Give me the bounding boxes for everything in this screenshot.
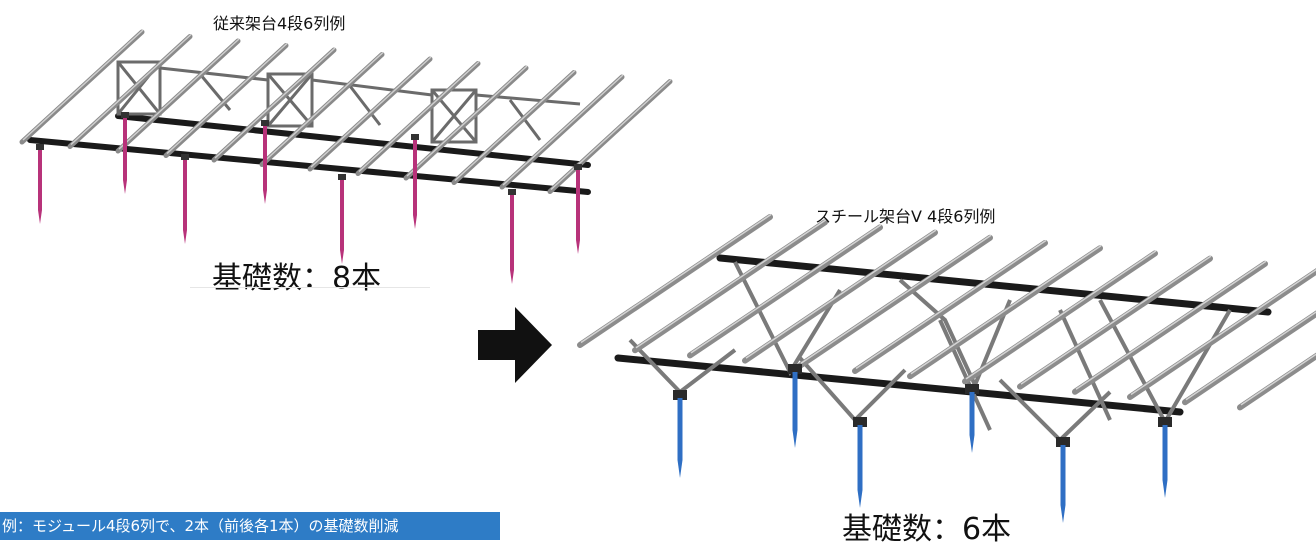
new-rail-highlight (580, 213, 772, 344)
old-rail-highlight (262, 51, 384, 164)
new-rail-highlight (855, 239, 1047, 370)
old-rail-highlight (166, 42, 288, 155)
old-pile-tip (263, 190, 267, 204)
old-rail (403, 65, 529, 181)
new-rail (577, 214, 773, 348)
new-pile-tip (969, 435, 975, 453)
new-rail (1017, 255, 1213, 390)
new-pile-tip (1162, 480, 1168, 498)
old-rack-piles (36, 112, 582, 284)
new-pile-bracket (965, 384, 979, 394)
old-rail (211, 47, 337, 163)
old-rail (499, 74, 625, 190)
old-pile-cap (411, 134, 419, 140)
new-pile-tip (857, 490, 863, 508)
new-rail-highlight (745, 229, 937, 359)
new-pile-tip (792, 430, 798, 448)
new-rail-highlight (1075, 260, 1267, 390)
new-rail-highlight (910, 245, 1102, 375)
old-rail (451, 70, 577, 185)
new-rail (1237, 352, 1316, 411)
old-rail (115, 38, 241, 154)
new-pile-bracket (788, 364, 802, 374)
old-pile-tip (510, 270, 514, 284)
new-rail (852, 240, 1048, 374)
old-rail-highlight (502, 74, 624, 186)
new-rail-highlight (1130, 268, 1316, 396)
old-rail (259, 52, 385, 167)
new-rail-highlight (800, 234, 992, 364)
new-pile-bracket (673, 390, 687, 400)
old-pile-cap (574, 164, 582, 170)
old-rail-highlight (358, 60, 480, 173)
new-rail-highlight (1240, 353, 1316, 406)
new-rail-highlight (1185, 311, 1316, 401)
divider (190, 287, 430, 288)
new-rack-piles (673, 364, 1172, 523)
old-pile-cap (508, 189, 516, 195)
old-pile-tip (413, 215, 417, 229)
old-pile-tip (183, 230, 187, 244)
old-rail-highlight (550, 78, 672, 191)
old-rack-caption: 従来架台4段6列例 (213, 14, 346, 33)
new-rail (1072, 260, 1268, 395)
new-pile-bracket (1158, 417, 1172, 427)
new-rail-highlight (1020, 255, 1212, 385)
note-text: 例：モジュール4段6列で、2本（前後各1本）の基礎数削減 (2, 517, 399, 535)
old-rail-highlight (310, 56, 432, 168)
note-banner: 例：モジュール4段6列で、2本（前後各1本）の基礎数削減 (0, 512, 500, 540)
old-rail-highlight (70, 33, 192, 146)
old-rail (547, 79, 673, 194)
old-rail (19, 29, 145, 145)
new-pile-bracket (853, 417, 867, 427)
new-rail (907, 245, 1103, 380)
old-pile-cap (181, 154, 189, 160)
new-rail (962, 250, 1158, 385)
old-rail-highlight (214, 47, 336, 159)
old-pile-tip (576, 240, 580, 254)
new-rail (632, 219, 828, 354)
old-rail (355, 61, 481, 176)
old-pile-cap (121, 112, 129, 118)
new-foundation-count: 基礎数：6本 (842, 512, 1012, 547)
new-pile-tip (677, 460, 683, 478)
old-rail-highlight (118, 38, 240, 150)
old-rail (67, 34, 193, 149)
old-pile-cap (36, 144, 44, 150)
new-pile-tip (1060, 505, 1066, 523)
new-rail-highlight (635, 219, 827, 349)
old-foundation-count: 基礎数：8本 (212, 261, 382, 296)
new-rail-highlight (690, 224, 882, 354)
new-rack-rails (577, 213, 1316, 411)
new-rack-illustration (577, 213, 1316, 523)
new-rail (797, 234, 993, 369)
new-rack-caption: スチール架台V 4段6列例 (815, 207, 996, 226)
new-rail (742, 229, 938, 364)
new-rail-highlight (965, 250, 1157, 380)
new-pile-bracket (1056, 437, 1070, 447)
old-rack-rails (19, 29, 673, 194)
old-rail-highlight (454, 69, 576, 182)
new-rail (1182, 310, 1316, 406)
old-pile-cap (338, 174, 346, 180)
old-rail-highlight (22, 29, 144, 141)
old-pile-tip (38, 210, 42, 224)
old-rail (307, 56, 433, 172)
new-rail (687, 224, 883, 359)
old-rack-illustration (19, 29, 673, 284)
old-pile-cap (261, 120, 269, 126)
right-arrow-icon (478, 307, 552, 383)
old-pile-tip (123, 180, 127, 194)
old-rail (163, 43, 289, 158)
old-pile-tip (340, 250, 344, 264)
old-rail-highlight (406, 65, 528, 177)
new-rail (1127, 268, 1316, 400)
